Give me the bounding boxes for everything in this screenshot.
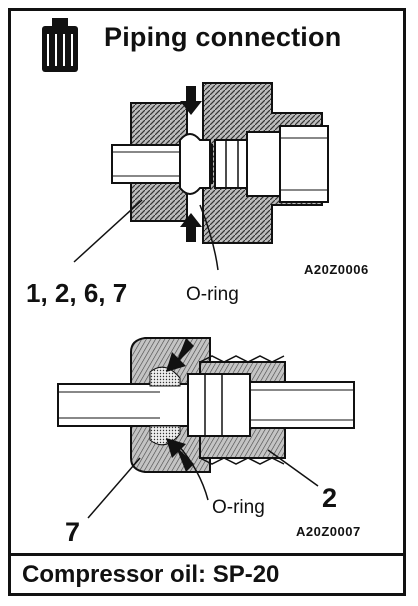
diagram-2-code: A20Z0007 — [296, 524, 361, 539]
oil-can-icon — [42, 18, 78, 72]
diagram-1-part-numbers: 1, 2, 6, 7 — [26, 278, 128, 308]
arrow-diagonal-up-icon — [166, 438, 194, 472]
arrow-down-icon — [180, 86, 202, 115]
diagram-1-oring-label: O-ring — [186, 284, 239, 305]
diagram-2-right-number: 2 — [322, 483, 338, 513]
diagram-2-left-number: 7 — [65, 517, 81, 547]
arrow-up-icon — [180, 213, 202, 242]
arrow-diagonal-down-icon — [166, 338, 194, 372]
page-frame — [8, 8, 406, 596]
diagram-1-code: A20Z0006 — [304, 262, 369, 277]
diagram-2-oring-label: O-ring — [212, 497, 265, 518]
diagram-2 — [57, 337, 355, 519]
footer-text: Compressor oil: SP-20 — [22, 561, 280, 588]
diagram-1 — [73, 82, 329, 271]
page-title: Piping connection — [104, 22, 342, 52]
footer-divider — [8, 553, 406, 556]
